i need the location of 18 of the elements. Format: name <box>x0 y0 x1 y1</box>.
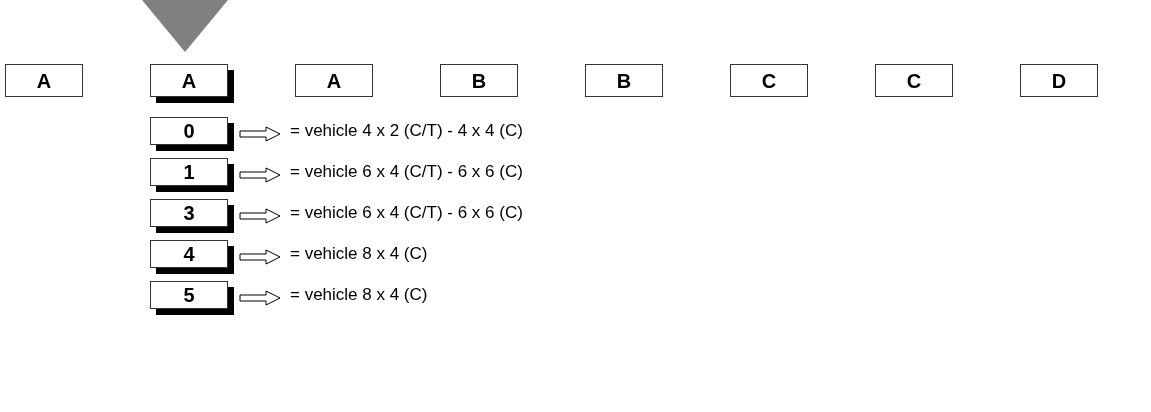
code-box: B <box>585 64 663 97</box>
hollow-arrow <box>239 167 281 183</box>
code-box: B <box>440 64 518 97</box>
definition-text: = vehicle 6 x 4 (C/T) - 6 x 6 (C) <box>290 159 710 185</box>
hollow-arrow <box>239 249 281 265</box>
definition-text: = vehicle 4 x 2 (C/T) - 4 x 4 (C) <box>290 118 710 144</box>
hollow-arrow <box>239 208 281 224</box>
code-box: D <box>1020 64 1098 97</box>
hollow-arrow <box>239 126 281 142</box>
code-box: C <box>875 64 953 97</box>
pointer-triangle <box>142 0 228 52</box>
code-box: A <box>295 64 373 97</box>
definition-text: = vehicle 8 x 4 (C) <box>290 241 710 267</box>
definition-text: = vehicle 6 x 4 (C/T) - 6 x 6 (C) <box>290 200 710 226</box>
hollow-arrow <box>239 290 281 306</box>
code-box: C <box>730 64 808 97</box>
definition-text: = vehicle 8 x 4 (C) <box>290 282 710 308</box>
code-box: A <box>5 64 83 97</box>
